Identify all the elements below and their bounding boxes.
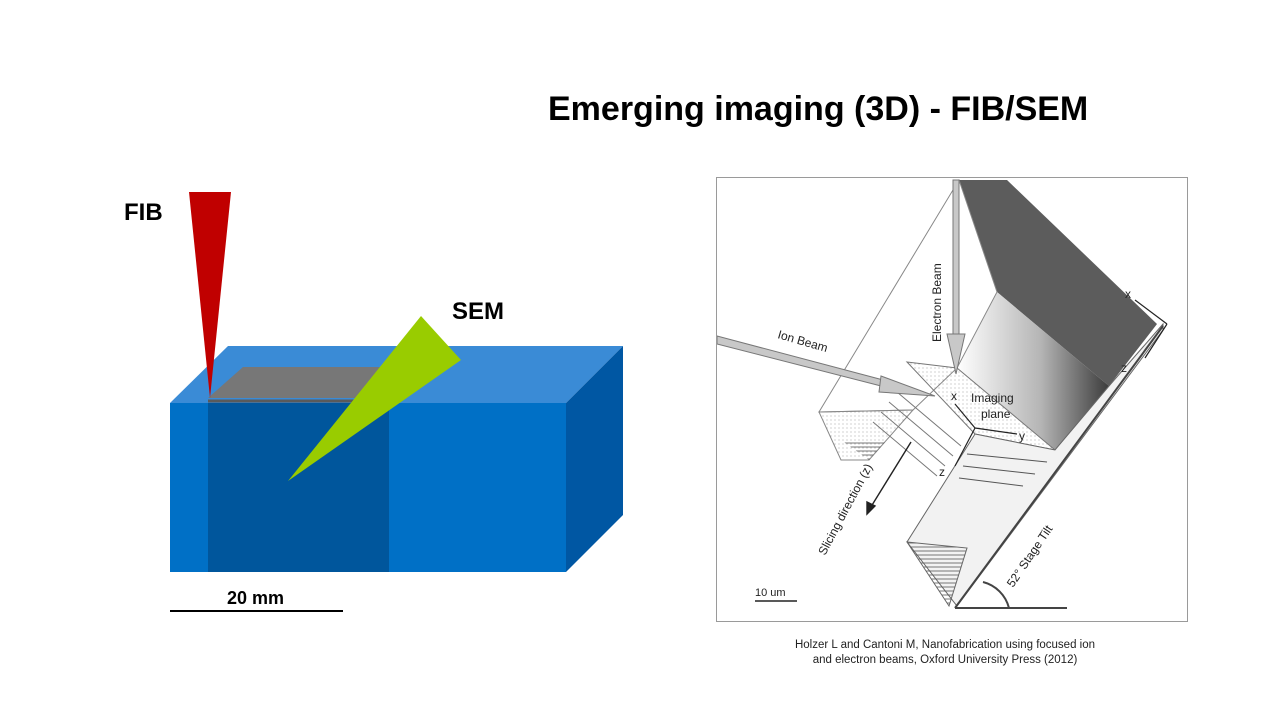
- trench-bottom-face: [841, 440, 887, 460]
- outer-axis-x-label: x: [1125, 287, 1131, 301]
- stage-hatched-end: [906, 541, 968, 608]
- figure-caption: Holzer L and Cantoni M, Nanofabrication …: [740, 638, 1150, 668]
- stage-face-lines: [958, 453, 1048, 487]
- fib-beam: [189, 192, 231, 398]
- block-side-face: [566, 346, 623, 572]
- axis-z-label: z: [939, 465, 945, 479]
- axis-y-label: y: [1019, 429, 1025, 443]
- stage-tilt-arc: [982, 581, 1010, 609]
- imaging-axes: [954, 403, 1018, 467]
- slide-title: Emerging imaging (3D) - FIB/SEM: [548, 90, 1089, 128]
- fib-label: FIB: [124, 199, 163, 226]
- figure-scale-label: 10 um: [755, 587, 786, 599]
- stage-tilt-edge: [954, 325, 1164, 609]
- scale-label: 20 mm: [227, 588, 285, 608]
- axis-x-label: x: [951, 389, 957, 403]
- slice-lines: [872, 391, 962, 477]
- literature-figure: Electron Beam Ion Beam Imaging plane x y…: [716, 177, 1188, 622]
- electron-beam-label: Electron Beam: [930, 263, 944, 342]
- milled-surface: [208, 367, 400, 398]
- slicing-direction-arrow: [866, 441, 912, 516]
- sample-side-face: [957, 292, 1109, 450]
- sem-label: SEM: [452, 298, 505, 325]
- sample-top-dark-face: [959, 180, 1157, 386]
- ion-beam-arrow: [717, 335, 936, 397]
- outer-axes: [1134, 299, 1168, 359]
- electron-beam-arrow: [946, 179, 966, 375]
- outer-axis-z-label: z: [1121, 361, 1127, 375]
- slicing-direction-label: Slicing direction (z): [815, 461, 875, 557]
- imaging-plane-label-1: Imaging: [971, 391, 1014, 405]
- ion-beam-label: Ion Beam: [776, 327, 829, 355]
- caption-line-1: Holzer L and Cantoni M, Nanofabrication …: [794, 639, 1096, 651]
- fib-sem-schematic: [170, 192, 623, 612]
- caption-line-2: and electron beams, Oxford University Pr…: [812, 654, 1078, 666]
- sem-beam: [288, 316, 461, 481]
- imaging-plane-label-2: plane: [981, 407, 1011, 421]
